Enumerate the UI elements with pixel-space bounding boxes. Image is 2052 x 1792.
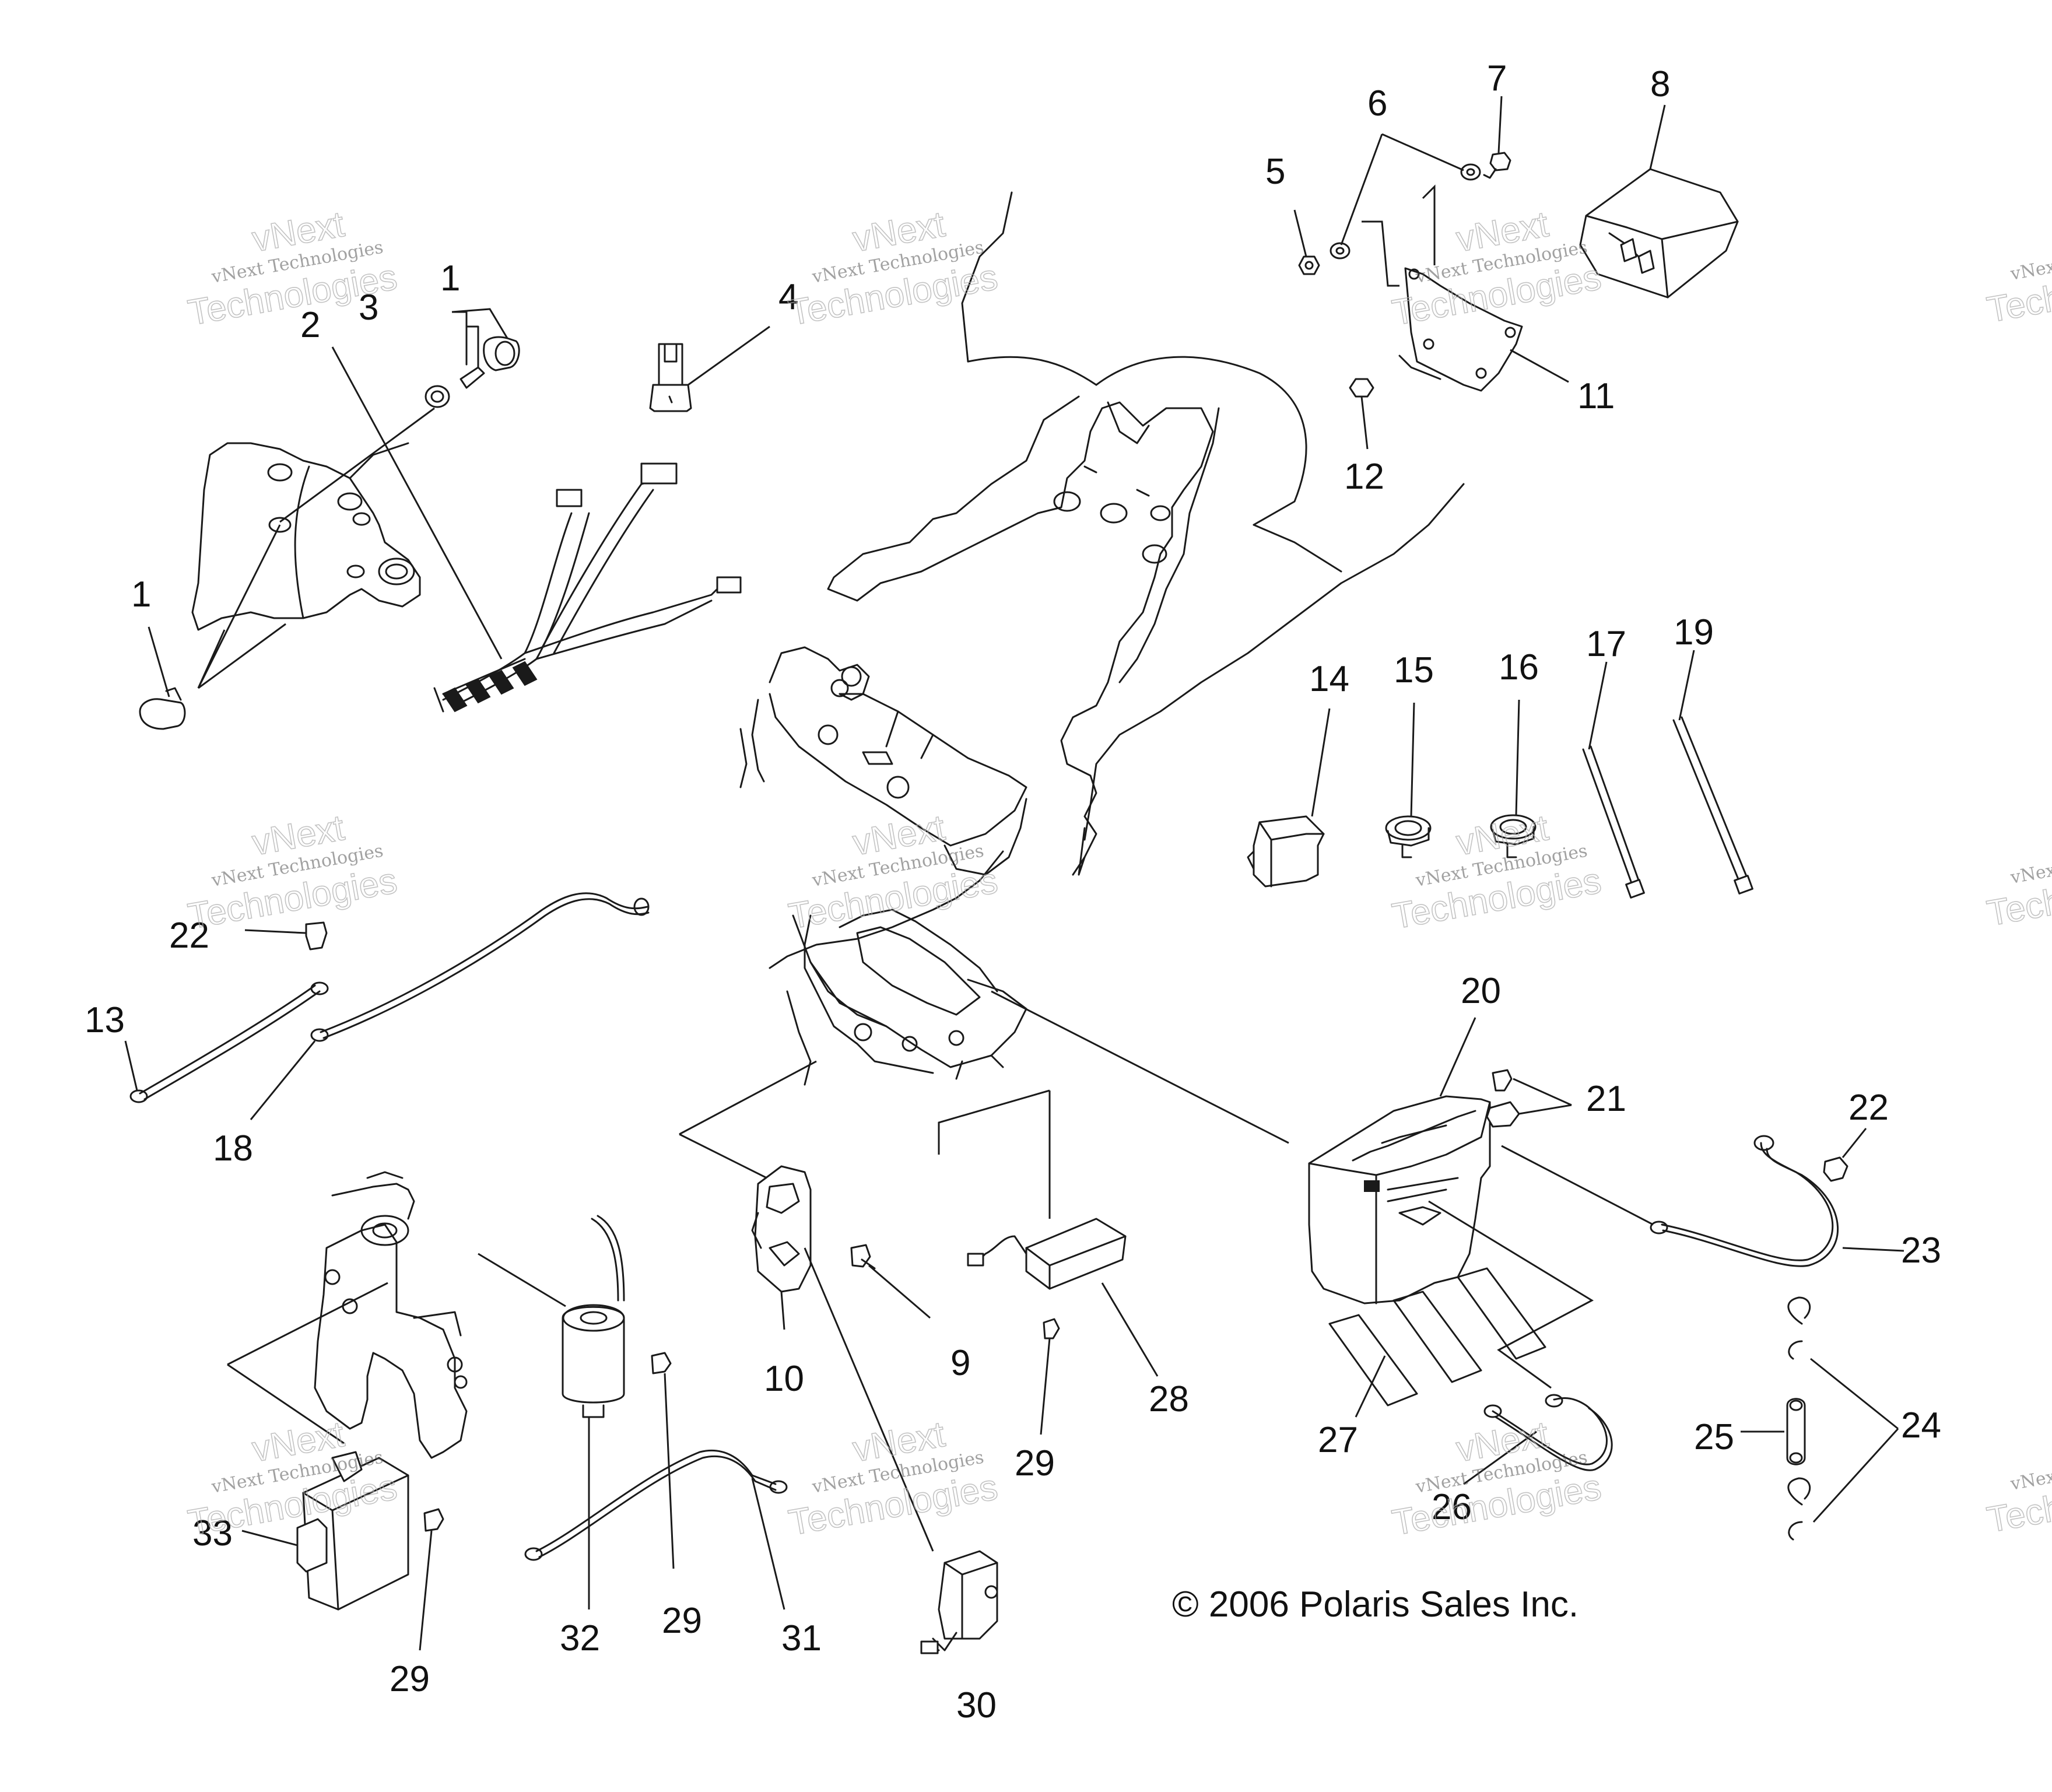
relay-bracket-10 xyxy=(751,1165,812,1293)
copyright-notice: © 2006 Polaris Sales Inc. xyxy=(1172,1584,1579,1625)
handlebar-bracket-left xyxy=(314,1171,468,1459)
callout-15: 15 xyxy=(1394,650,1434,690)
callout-8: 8 xyxy=(1650,64,1670,104)
bracket-11-assembly xyxy=(1362,184,1523,392)
callout-17: 17 xyxy=(1586,624,1626,664)
ground-wire-18 xyxy=(310,892,650,1042)
ignition-coil-32 xyxy=(562,1215,625,1418)
screw-29-coil xyxy=(651,1352,672,1374)
ground-wire-13 xyxy=(129,981,329,1103)
nut-5 xyxy=(1298,255,1320,275)
battery-cable-23 xyxy=(1650,1135,1839,1267)
callout-16: 16 xyxy=(1499,647,1539,688)
module-28 xyxy=(967,1218,1127,1290)
callout-23: 23 xyxy=(1901,1230,1941,1271)
watermarks: vNext Technologies vNext Technologies vN… xyxy=(185,204,2052,1544)
callout-21: 21 xyxy=(1586,1079,1626,1119)
callout-7: 7 xyxy=(1487,58,1507,99)
battery-20 xyxy=(1308,1095,1491,1304)
callout-27: 27 xyxy=(1318,1420,1358,1460)
callout-labels: 1 1 2 3 4 5 6 7 8 9 10 11 12 13 14 15 16… xyxy=(85,58,1941,1726)
washer-6 xyxy=(1330,163,1481,259)
callout-29-coil: 29 xyxy=(662,1601,702,1641)
callout-5: 5 xyxy=(1265,152,1285,192)
clip-14 xyxy=(1247,815,1325,888)
callout-6: 6 xyxy=(1367,83,1387,124)
svg-text:vNext Technologies: vNext Technologies xyxy=(2008,234,2052,285)
screw-7 xyxy=(1483,152,1511,179)
callout-10: 10 xyxy=(764,1359,804,1399)
flasher-relay-8 xyxy=(1579,168,1739,299)
headlight-pod-housing xyxy=(191,442,421,631)
screw-29-middle xyxy=(1043,1318,1060,1339)
clip-16 xyxy=(1490,814,1537,858)
decal-set-27 xyxy=(1328,1267,1546,1407)
callout-13: 13 xyxy=(85,1000,125,1040)
callout-22-right: 22 xyxy=(1848,1088,1889,1128)
svg-text:vNext Technologies: vNext Technologies xyxy=(2008,1444,2052,1495)
bulb-lower-left xyxy=(139,687,186,730)
frame-and-body-outline xyxy=(827,191,1465,876)
bolt-9 xyxy=(850,1244,876,1270)
callout-22-left: 22 xyxy=(169,916,209,956)
watermark: vNext Technologies vNext Technologies xyxy=(1389,1414,1605,1544)
callout-9: 9 xyxy=(950,1343,970,1383)
watermark: vNext Technologies vNext Technologies xyxy=(1389,204,1605,334)
bolt-22-left xyxy=(305,921,328,951)
screw-29-left xyxy=(423,1508,444,1532)
callout-20: 20 xyxy=(1461,971,1501,1011)
starter-solenoid-30 xyxy=(920,1550,998,1654)
terminal-hardware-21 xyxy=(1486,1069,1520,1128)
watermark: vNext Technologies Technologies xyxy=(1984,1444,2052,1541)
callout-4: 4 xyxy=(778,277,798,317)
callout-30: 30 xyxy=(956,1685,997,1726)
callout-19: 19 xyxy=(1674,612,1714,653)
callout-28: 28 xyxy=(1149,1379,1189,1419)
bolt-22-right xyxy=(1823,1156,1848,1182)
watermark: vNext Technologies vNext Technologies xyxy=(785,1414,1001,1544)
callout-14: 14 xyxy=(1309,659,1349,699)
callout-11: 11 xyxy=(1577,376,1615,416)
callout-18: 18 xyxy=(213,1128,253,1169)
watermark: vNext Technologies Technologies xyxy=(1984,838,2052,935)
svg-text:vNext Technologies: vNext Technologies xyxy=(2008,838,2052,888)
callout-12: 12 xyxy=(1344,457,1384,497)
battery-tray-frame xyxy=(739,646,1027,1086)
clip-15 xyxy=(1385,815,1432,858)
link-25 xyxy=(1786,1398,1806,1465)
wire-harness-2 xyxy=(433,462,742,713)
callout-33: 33 xyxy=(192,1513,233,1553)
watermark: vNext Technologies vNext Technologies xyxy=(785,204,1001,334)
cable-tie-17 xyxy=(1582,745,1645,899)
clip-24 xyxy=(1787,1296,1811,1541)
bulb-socket-4 xyxy=(649,343,692,412)
battery-cable-26 xyxy=(1483,1394,1613,1471)
callout-32: 32 xyxy=(560,1618,600,1658)
callout-24: 24 xyxy=(1901,1405,1941,1446)
callout-1-lower: 1 xyxy=(131,574,151,615)
watermark: vNext Technologies vNext Technologies xyxy=(785,807,1001,937)
bulb-upper xyxy=(459,325,520,389)
watermark: vNext Technologies Technologies xyxy=(1984,234,2052,331)
ground-wire-31 xyxy=(524,1449,788,1561)
callout-31: 31 xyxy=(781,1618,822,1658)
leader-lines xyxy=(124,96,1904,1651)
callout-26: 26 xyxy=(1432,1487,1472,1527)
callout-2: 2 xyxy=(300,305,320,345)
callout-1-upper: 1 xyxy=(440,258,460,299)
watermark: vNext Technologies vNext Technologies xyxy=(185,807,401,937)
grommet-3 xyxy=(425,385,450,408)
cdi-module-33 xyxy=(296,1451,409,1611)
callout-3: 3 xyxy=(359,287,378,328)
cable-tie-19 xyxy=(1672,716,1753,895)
callout-25: 25 xyxy=(1694,1417,1734,1457)
nut-12 xyxy=(1349,378,1374,398)
callout-29-left: 29 xyxy=(390,1659,430,1699)
callout-29-middle: 29 xyxy=(1015,1443,1055,1484)
